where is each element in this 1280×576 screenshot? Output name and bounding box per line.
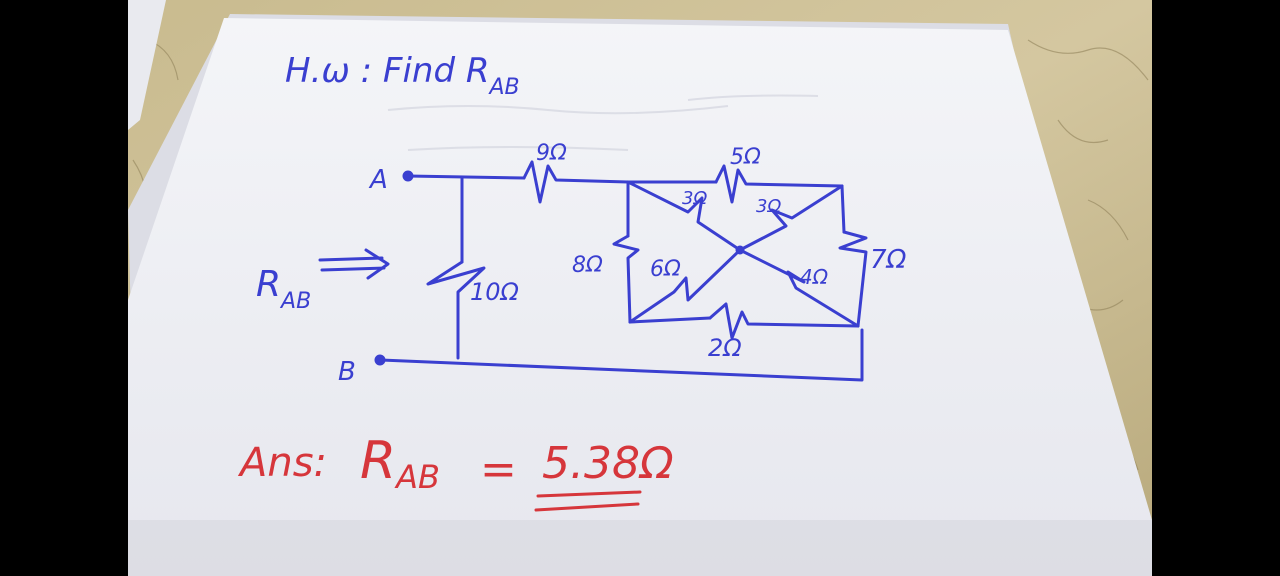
answer-rab-main: R [360,431,396,491]
label-r-6: 6Ω [650,257,681,282]
answer-rab-sub: AB [394,458,440,496]
resistor-7-zigzag [838,230,868,328]
label-r-2: 2Ω [708,334,742,362]
answer-value: 5.38Ω [542,438,674,489]
diag-top-right [738,184,844,252]
resistor-9-zigzag [522,160,630,204]
rab-arrow-shaft-1 [318,256,384,262]
bridge-bottom-left [628,316,712,324]
vignette [128,520,1152,576]
resistor-2-zigzag [708,302,860,340]
label-r-9: 9Ω [536,141,567,166]
back-card [128,0,166,130]
diag-bottom-right [738,248,860,328]
label-r-5: 5Ω [730,145,761,170]
label-r-8: 8Ω [572,253,603,278]
label-r-7: 7Ω [870,245,907,275]
heading-subscript: AB [487,75,519,100]
label-rab: RAB [256,264,311,314]
label-r-3-left: 3Ω [682,188,707,209]
answer-label: Ans: [237,440,327,486]
diag-top-left [626,180,742,252]
label-r-10: 10Ω [470,278,520,306]
label-node-a: A [368,165,388,195]
label-r-3-right: 3Ω [756,196,781,217]
bridge-center-node [735,245,745,255]
paper-sheet [128,18,1152,576]
circuit-diagram [318,160,868,382]
label-rab-main: R [256,264,281,305]
heading-prefix: H.ω : Find R [285,51,489,91]
label-r-4: 4Ω [800,265,829,289]
wire-top-a [406,174,526,180]
photo-frame: H.ω : Find RAB [128,0,1152,576]
answer-equals: = [480,444,517,495]
label-rab-sub: AB [279,289,311,314]
resistor-10-zigzag [426,260,486,360]
diag-bottom-left [628,248,742,324]
rab-arrow-shaft-2 [320,266,386,272]
resistor-8-zigzag [612,234,640,324]
bridge-right-side-top [840,184,846,234]
resistor-5-zigzag [714,164,844,204]
wire-bottom-b [378,328,864,382]
rab-arrow-head [364,248,390,280]
photo-scene: H.ω : Find RAB [128,0,1152,576]
heading: H.ω : Find RAB [285,51,520,100]
answer-underline [534,490,642,512]
answer-rab: RAB [360,431,440,496]
paper-show-through [387,94,819,151]
label-node-b: B [338,357,356,387]
